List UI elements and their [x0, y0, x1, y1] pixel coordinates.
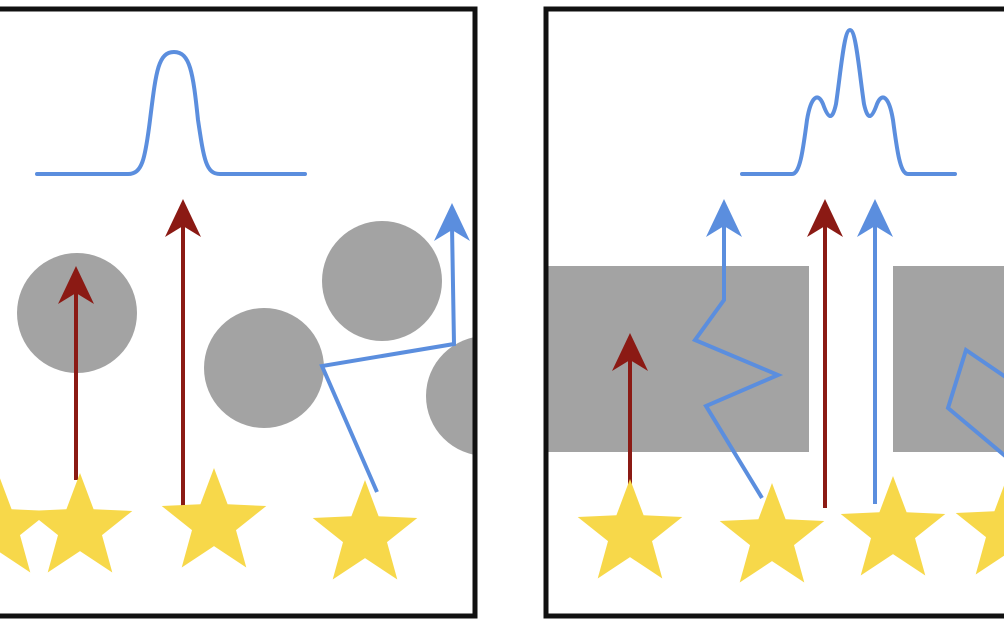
- star-icon: [719, 483, 825, 583]
- right-panel: [546, 28, 1004, 583]
- star-icon: [577, 479, 683, 579]
- star-icon: [312, 480, 418, 580]
- star-icon: [955, 485, 1004, 575]
- obstacle-slab: [893, 266, 1004, 452]
- star-icon: [0, 478, 51, 573]
- star-icon: [161, 468, 267, 568]
- arrow-icon: [612, 333, 648, 371]
- obstacle-circle: [322, 221, 442, 341]
- arrow-icon: [58, 266, 94, 304]
- arrow-icon: [706, 199, 742, 237]
- scattered-ray: [945, 346, 1004, 458]
- star-icon: [840, 476, 946, 576]
- obstacle-circle: [204, 308, 324, 428]
- single-peak-profile: [35, 50, 307, 176]
- arrow-icon: [857, 199, 893, 237]
- scattered-ray: [319, 225, 457, 493]
- triple-peak-profile: [740, 28, 957, 176]
- left-panel: [0, 50, 475, 580]
- star-icon: [27, 473, 133, 573]
- right-panel-frame: [543, 6, 1004, 619]
- obstacle-slab: [546, 266, 809, 452]
- obstacle-circle: [426, 337, 475, 455]
- scattered-ray: [691, 222, 784, 500]
- arrow-icon: [807, 199, 843, 237]
- arrow-icon: [165, 199, 201, 237]
- left-panel-frame: [0, 6, 478, 619]
- arrow-icon: [434, 203, 470, 241]
